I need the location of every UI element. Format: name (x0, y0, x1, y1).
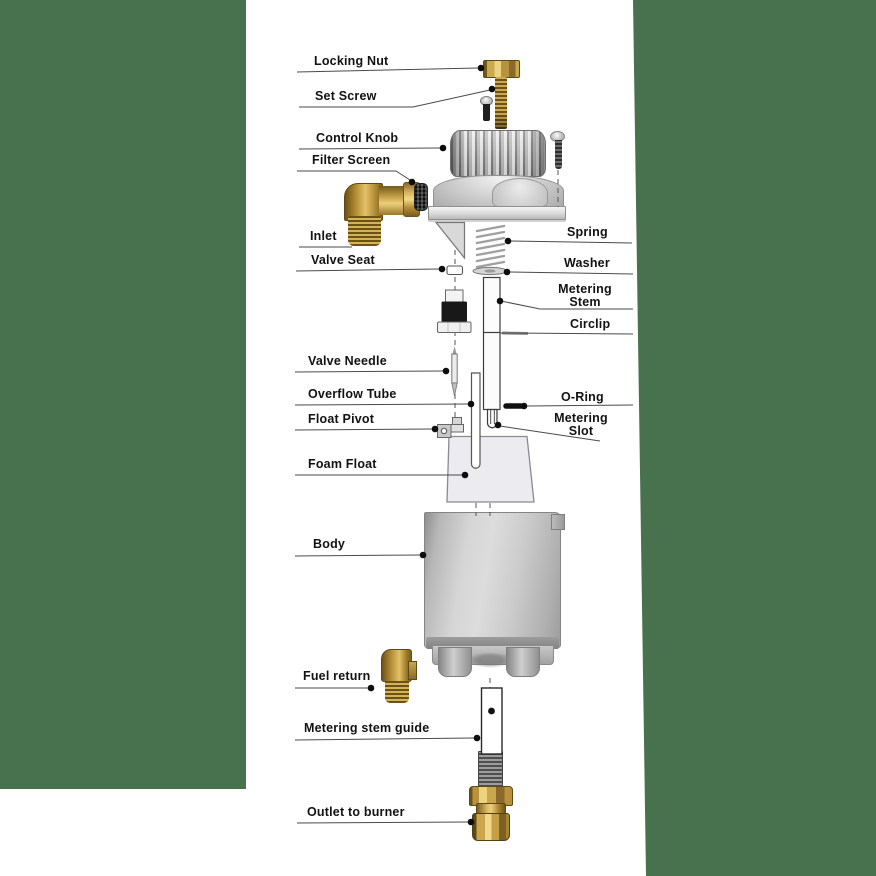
label-washer: Washer (564, 256, 610, 270)
body-port-left (438, 647, 472, 677)
metering-stem-part (482, 276, 501, 411)
set-screw-part (495, 77, 507, 129)
label-filter-screen: Filter Screen (312, 153, 391, 167)
label-circlip: Circlip (570, 317, 611, 331)
label-metering-slot: Metering Slot (548, 412, 614, 438)
screw-shank (555, 140, 562, 169)
label-spring: Spring (567, 225, 608, 239)
label-metering-stem-line2: Stem (569, 295, 601, 309)
fuel-return-elbow-part (381, 649, 412, 682)
label-body: Body (313, 537, 346, 551)
label-metering-stem-line1: Metering (558, 282, 612, 296)
label-fuel-return: Fuel return (303, 669, 371, 683)
label-set-screw: Set Screw (315, 89, 377, 103)
overflow-tube-part (470, 372, 481, 469)
valve-needle-part (451, 346, 458, 397)
label-valve-needle: Valve Needle (308, 354, 387, 368)
body-port-right (506, 647, 540, 677)
mounting-plate (428, 206, 566, 220)
label-valve-seat: Valve Seat (311, 253, 375, 267)
float-pivot-part (437, 417, 464, 438)
foam-float-part (446, 435, 535, 503)
label-metering-slot-line1: Metering (554, 411, 608, 425)
metering-slot-part (486, 408, 498, 429)
label-locking-nut: Locking Nut (314, 54, 389, 68)
green-background-right (633, 0, 876, 876)
valve-seat-part (446, 265, 464, 276)
label-inlet: Inlet (310, 229, 337, 243)
label-metering-stem-guide: Metering stem guide (304, 721, 430, 735)
label-float-pivot: Float Pivot (308, 412, 375, 426)
small-screw-body (483, 104, 490, 121)
leader-lines (294, 67, 634, 824)
label-o-ring: O-Ring (561, 390, 604, 404)
filter-screen-part (414, 183, 428, 211)
inlet-elbow-threads (348, 216, 381, 246)
label-metering-slot-line2: Slot (568, 424, 594, 438)
body-notch (551, 514, 565, 530)
body-part (424, 512, 561, 648)
inlet-elbow-part (344, 183, 383, 221)
inlet-elbow-arm (379, 186, 407, 215)
label-overflow-tube: Overflow Tube (308, 387, 397, 401)
body-shadow (468, 652, 512, 668)
spring-part (475, 224, 506, 269)
needle-cartridge-part (437, 289, 472, 333)
fuel-return-elbow-threads (385, 681, 409, 703)
fuel-return-elbow-step (408, 661, 417, 680)
label-control-knob: Control Knob (316, 131, 399, 145)
green-background-left (0, 0, 246, 789)
bracket-part (434, 221, 466, 260)
washer-part (472, 266, 508, 276)
label-outlet-to-burner: Outlet to burner (307, 805, 405, 819)
label-metering-stem: Metering Stem (552, 283, 618, 309)
outlet-to-burner-nut (472, 813, 510, 841)
outlet-threaded-section (478, 751, 503, 792)
valve-top-dome (492, 178, 548, 208)
dashed-axis-lines (454, 170, 559, 689)
metering-stem-guide-part (480, 687, 503, 755)
leader-dots (367, 64, 528, 826)
label-foam-float: Foam Float (308, 457, 377, 471)
